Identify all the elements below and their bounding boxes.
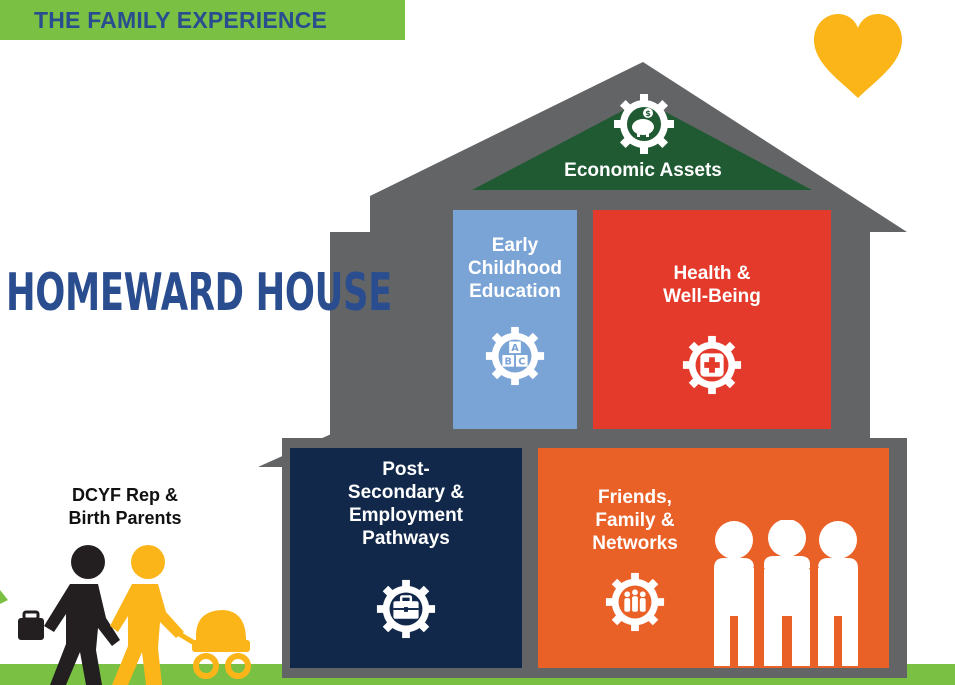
briefcase-icon [376,579,436,639]
page-title: HOMEWARD HOUSE [6,263,392,323]
post-secondary-line-2: Secondary & [347,482,465,503]
header-banner: THE FAMILY EXPERIENCE [0,0,405,40]
health-line-2: Well-Being [663,286,761,307]
early-childhood-line-1: Early [491,235,539,256]
yellow-walker-icon [110,545,184,685]
dark-walker-icon [18,545,120,685]
svg-text:A: A [511,343,519,354]
health-line-1: Health & [673,263,751,284]
friends-line-1: Friends, [598,487,672,508]
early-childhood-line-2: Childhood [468,258,562,279]
dcyf-rep-label: DCYF Rep & Birth Parents [30,484,220,530]
friends-label-group: Friends, Family & Networks [580,486,690,633]
friends-line-3: Networks [592,533,678,554]
abc-blocks-icon: A B C [485,326,545,386]
stroller-icon [174,610,251,679]
post-secondary-room: Post- Secondary & Employment Pathways [290,448,522,668]
walking-people-illustration [0,545,251,685]
heart-icon [814,14,902,98]
dcyf-rep-line-1: DCYF Rep & [71,485,178,505]
piggy-bank-icon: $ [614,94,674,154]
svg-text:B: B [505,357,512,368]
friends-line-2: Family & [595,510,675,531]
group-of-people-icon [605,572,665,632]
economic-assets-label: Economic Assets [564,160,722,181]
health-room: Health & Well-Being [593,210,831,429]
svg-text:$: $ [645,109,651,118]
banner-text: THE FAMILY EXPERIENCE [34,6,328,33]
svg-text:C: C [518,357,525,368]
post-secondary-line-4: Pathways [362,528,450,549]
arrow-hint-icon [0,590,8,604]
early-childhood-room: Early Childhood Education A B C [453,210,577,429]
family-figures-icon [714,520,858,666]
post-secondary-line-3: Employment [348,505,464,526]
early-childhood-line-3: Education [469,281,561,302]
medical-cross-icon [682,335,742,395]
post-secondary-line-1: Post- [382,459,430,480]
dcyf-rep-line-2: Birth Parents [68,508,182,528]
